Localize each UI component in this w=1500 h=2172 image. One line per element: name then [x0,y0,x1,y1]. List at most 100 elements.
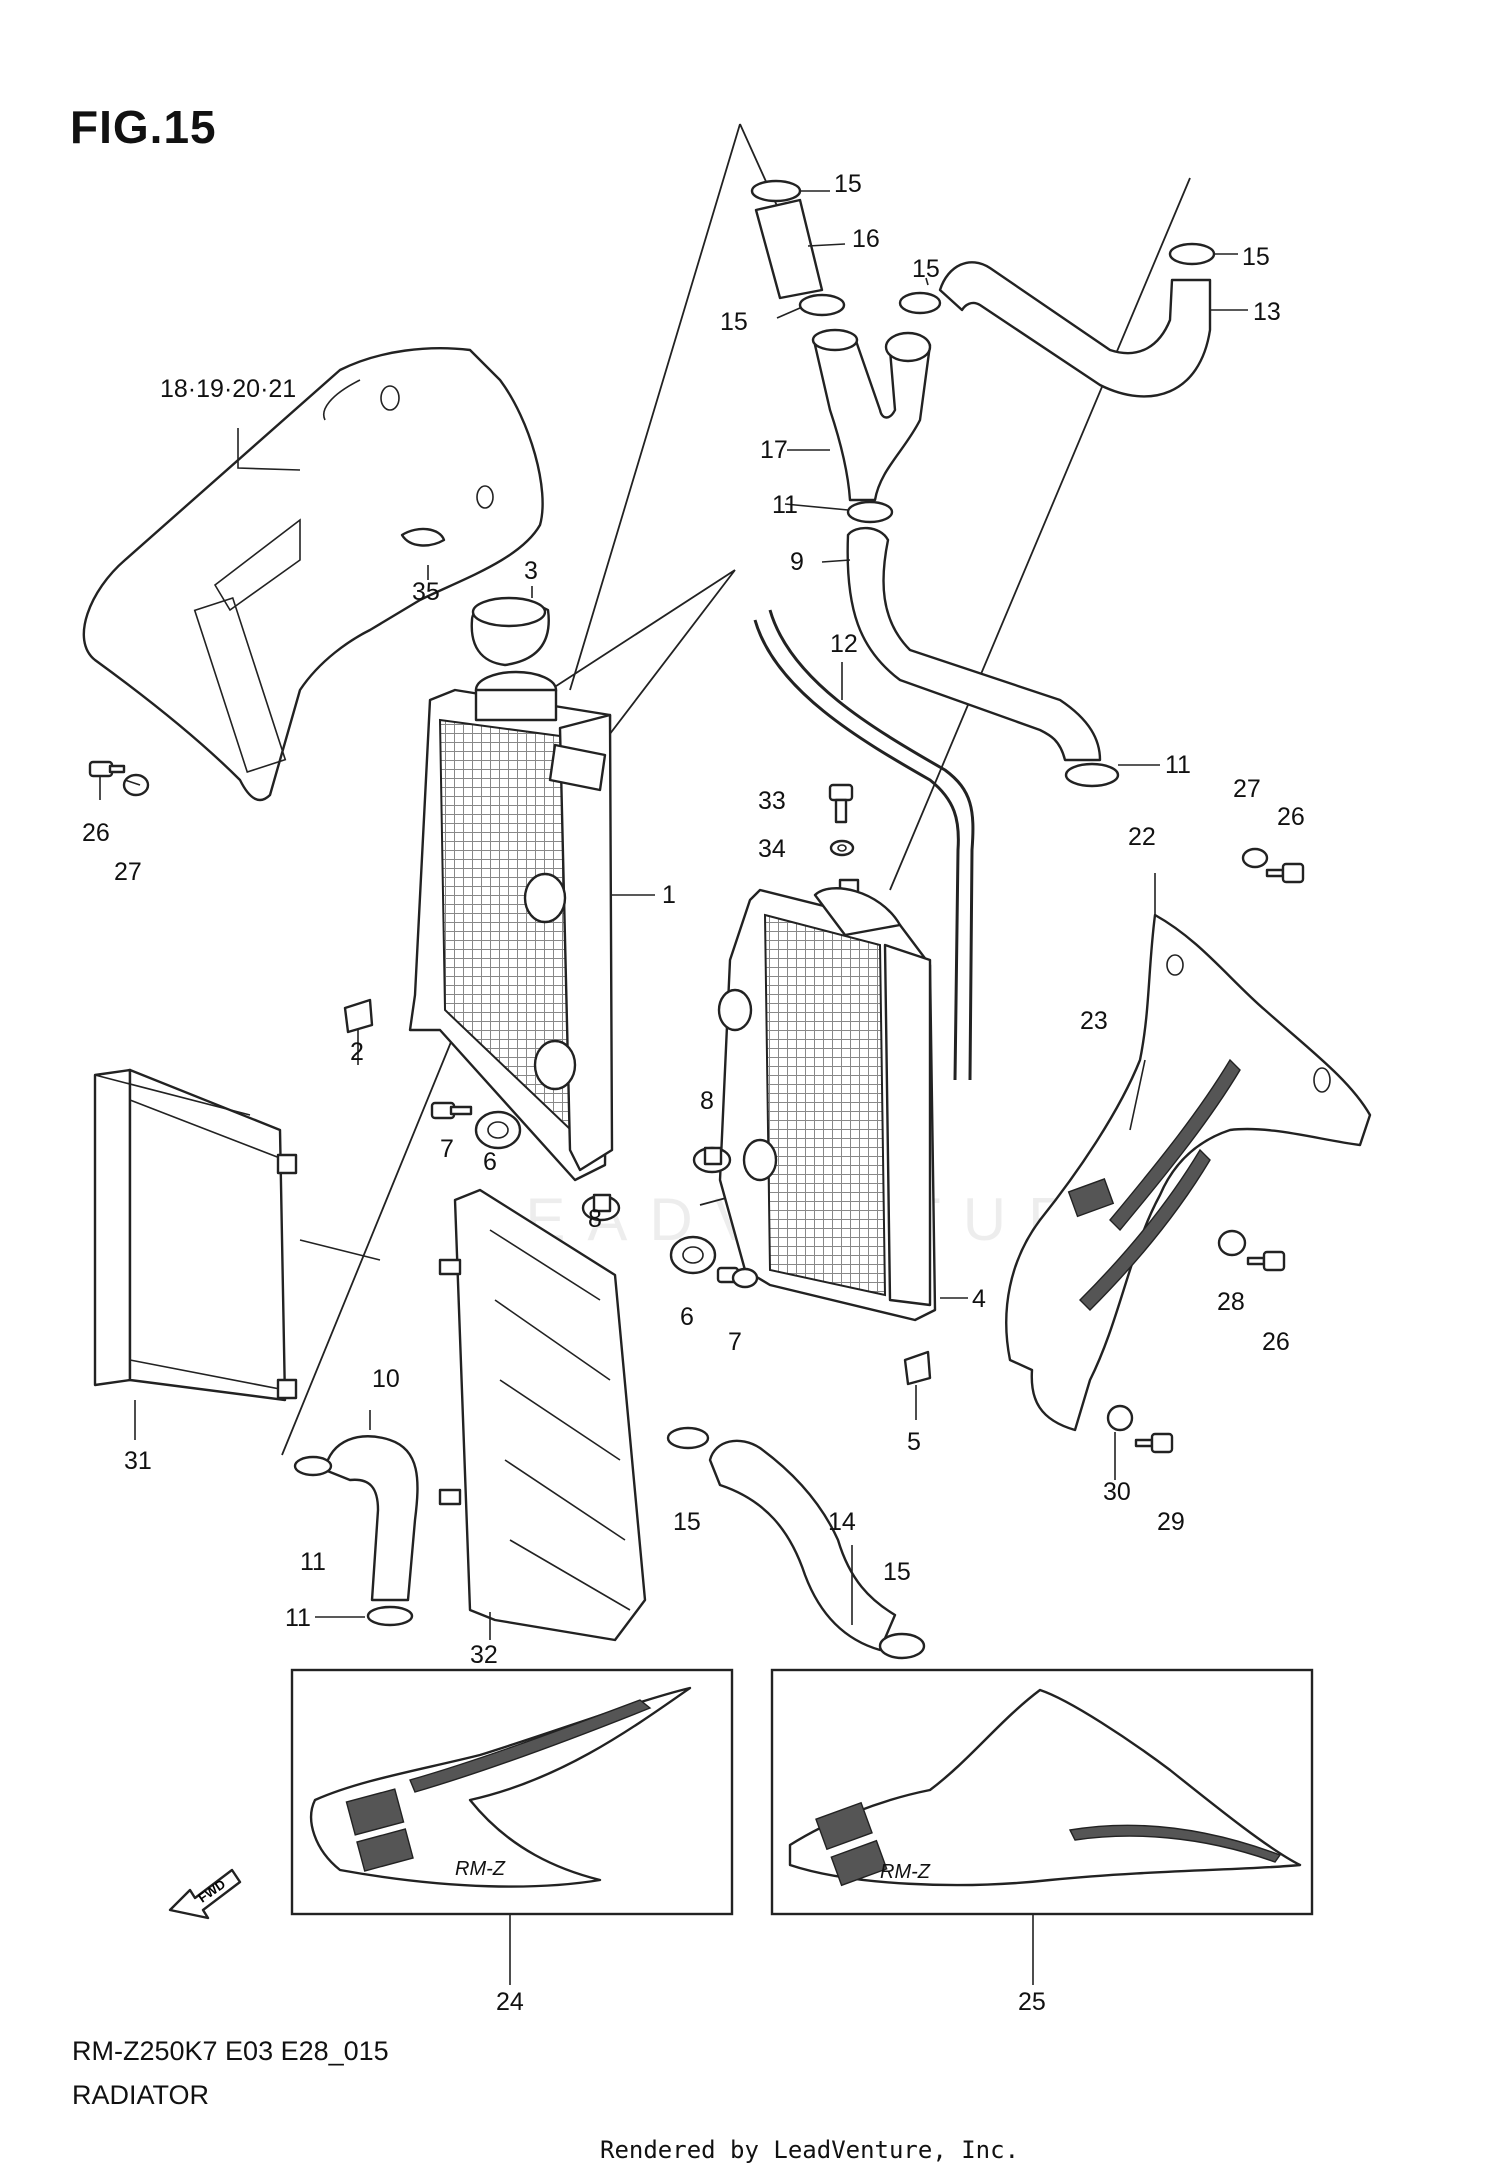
washer-34[interactable] [829,839,855,857]
callout-33: 33 [758,787,786,815]
decal-25-label: RM-Z [880,1861,931,1883]
callout-1: 1 [662,881,676,909]
hose-9[interactable] [846,526,1102,762]
forward-arrow-icon: FWD [168,1868,242,1920]
hose-14[interactable] [708,1439,897,1652]
model-code: RM-Z250K7 E03 E28_015 [72,2036,389,2066]
callout-11b: 11 [1165,751,1191,779]
callout-26a: 26 [1277,803,1305,831]
callout-11a: 11 [772,491,798,519]
grommet-6-right[interactable] [669,1235,717,1275]
callout-27b: 27 [114,858,142,886]
washer-30[interactable] [1106,1404,1134,1432]
callout-14: 14 [828,1508,856,1536]
bolt-7-left[interactable] [430,1101,473,1120]
callout-10: 10 [372,1365,400,1393]
right-radiator-4[interactable] [717,878,937,1322]
diagram-name: RADIATOR [72,2080,210,2110]
callout-34: 34 [758,835,786,863]
bolt-33[interactable] [828,783,854,824]
clip-2[interactable] [343,998,374,1034]
callout-18-21: 18·19·20·21 [160,375,296,403]
y-pipe-17[interactable] [811,328,932,502]
bolt-7-right[interactable] [716,1266,759,1289]
callout-labels: 15 16 15 15 15 13 18·19·20·21 17 11 9 35… [82,170,1305,2016]
clamp-11-upper[interactable] [846,500,894,524]
hose-16[interactable] [754,198,824,300]
callout-15c: 15 [912,255,940,283]
callout-6b: 6 [680,1303,694,1331]
callout-26c: 26 [1262,1328,1290,1356]
callout-15b: 15 [720,308,748,336]
callout-22: 22 [1128,823,1156,851]
callout-15a: 15 [834,170,862,198]
callout-26b: 26 [82,819,110,847]
callout-32: 32 [470,1641,498,1669]
callout-11c: 11 [300,1548,326,1576]
radiator-cap-3[interactable] [470,596,550,667]
radiator-guard-31[interactable] [93,1068,298,1402]
washer-27-right[interactable] [1241,847,1269,869]
collar-8-right[interactable] [692,1146,732,1174]
callout-8a: 8 [700,1087,714,1115]
callout-29: 29 [1157,1508,1185,1536]
render-credit: Rendered by LeadVenture, Inc. [600,2136,1020,2164]
bolt-26-right-mid[interactable] [1246,1250,1286,1272]
callout-7a: 7 [440,1135,454,1163]
clamp-15-mid-right[interactable] [898,291,942,315]
callout-24: 24 [496,1988,524,2016]
callout-27a: 27 [1233,775,1261,803]
figure-title: FIG.15 [70,101,217,153]
callout-15d: 15 [1242,243,1270,271]
washer-28[interactable] [1217,1229,1247,1257]
grommet-35[interactable] [400,527,446,547]
callout-13: 13 [1253,298,1281,326]
callout-35: 35 [412,578,440,606]
radiator-louver-32[interactable] [438,1188,647,1642]
clamp-15-top[interactable] [750,179,802,203]
clamp-15-far-right[interactable] [1168,242,1216,266]
callout-6a: 6 [483,1148,497,1176]
callout-17: 17 [760,436,788,464]
callout-15e: 15 [673,1508,701,1536]
callout-12: 12 [830,630,858,658]
clip-5[interactable] [903,1350,932,1386]
right-radiator-shroud-22[interactable] [1005,913,1372,1432]
leader-lines [99,190,1248,1985]
callout-9: 9 [790,548,804,576]
left-radiator-shroud[interactable] [82,347,544,802]
bolt-29[interactable] [1134,1432,1174,1454]
bolt-washer-26-27-left[interactable] [88,760,150,797]
callout-5: 5 [907,1428,921,1456]
clamp-15-lower-right[interactable] [878,1632,926,1660]
collar-8-left[interactable] [581,1193,621,1222]
callout-4: 4 [972,1285,986,1313]
clamp-15-lower-left[interactable] [666,1426,710,1450]
hose-10[interactable] [323,1435,419,1602]
callout-31: 31 [124,1447,152,1475]
callout-16: 16 [852,225,880,253]
callout-30: 30 [1103,1478,1131,1506]
callout-23: 23 [1080,1007,1108,1035]
callout-8b: 8 [588,1205,602,1233]
overflow-tube-12[interactable] [753,619,960,1081]
clamp-11-right[interactable] [1064,762,1120,788]
callout-3: 3 [524,557,538,585]
callout-11d: 11 [285,1604,311,1632]
left-radiator-1[interactable] [408,670,614,1182]
decal-24-left[interactable]: RM-Z [290,1668,734,1916]
callout-2: 2 [350,1038,364,1066]
callout-15f: 15 [883,1558,911,1586]
hose-13[interactable] [938,261,1212,398]
clamp-11-lower-a[interactable] [293,1455,333,1477]
bolt-26-right-top[interactable] [1265,862,1305,884]
callout-7b: 7 [728,1328,742,1356]
callout-25: 25 [1018,1988,1046,2016]
decal-24-label: RM-Z [455,1858,506,1880]
clamp-11-lower-b[interactable] [366,1605,414,1627]
decal-25-right[interactable]: RM-Z [770,1668,1314,1916]
grommet-6-left[interactable] [474,1110,522,1150]
clamp-15-mid-left[interactable] [798,293,846,317]
callout-28: 28 [1217,1288,1245,1316]
